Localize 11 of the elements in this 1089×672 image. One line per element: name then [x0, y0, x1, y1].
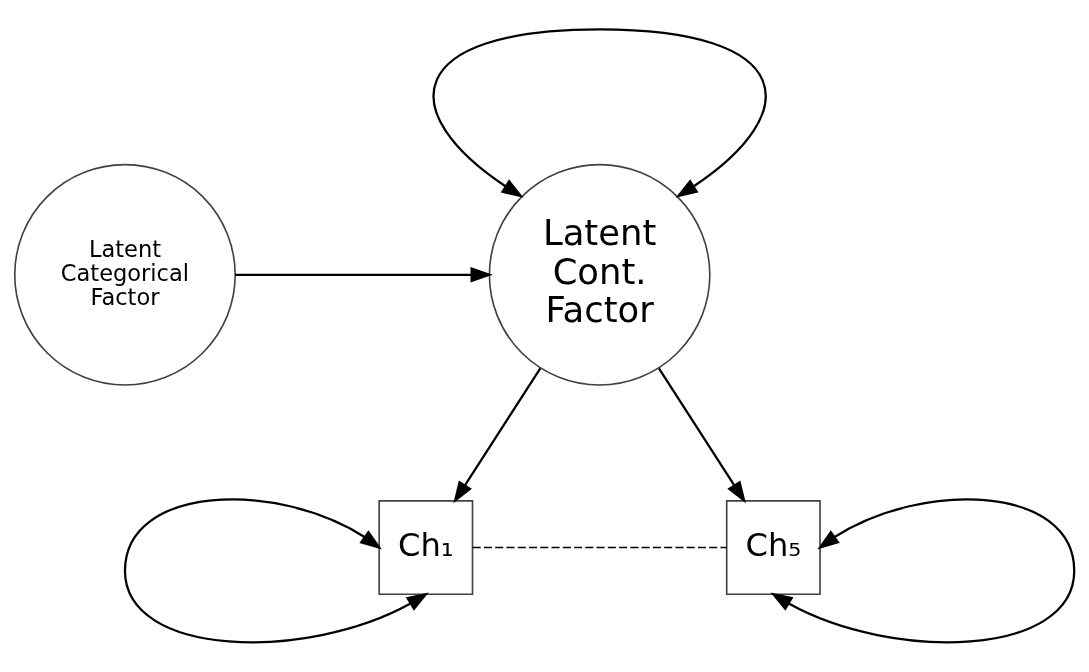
node-box: Ch₅	[725, 500, 821, 595]
arrow	[123, 498, 429, 644]
arrow	[770, 498, 1076, 644]
arrow	[453, 367, 542, 504]
arrow	[658, 367, 746, 504]
node-box: Ch₁	[378, 500, 474, 595]
connector	[471, 546, 728, 549]
node-circle: Latent Cont. Factor	[488, 163, 711, 386]
arrow	[235, 267, 493, 283]
node-circle: Latent Categorical Factor	[13, 163, 236, 386]
arrow	[432, 28, 767, 198]
